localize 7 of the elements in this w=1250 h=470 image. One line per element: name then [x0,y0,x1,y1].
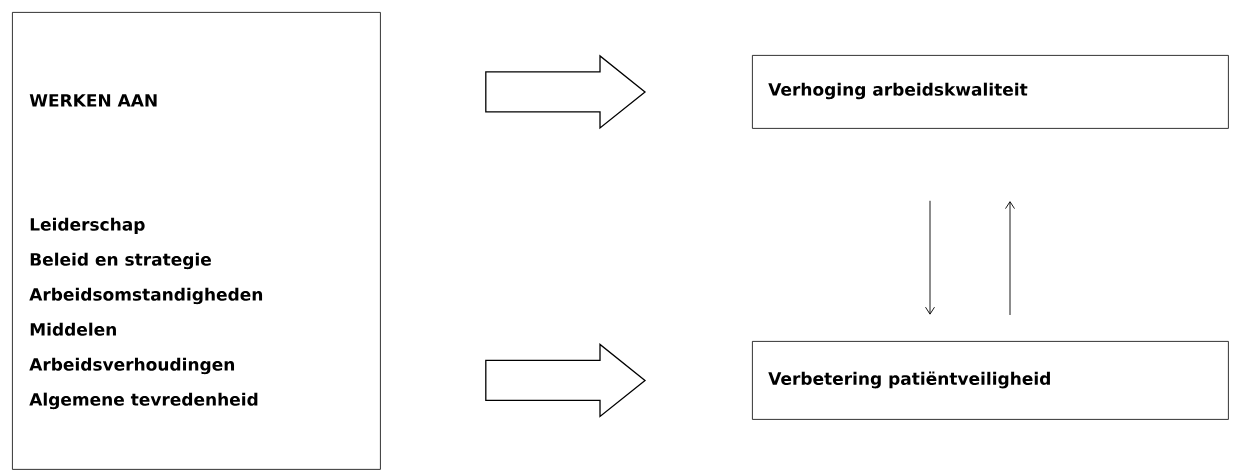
block-arrow [485,343,647,418]
arrow [925,200,935,315]
arrow [1005,201,1015,316]
content-box: WERKEN AAN Leiderschap Beleid en strategie Arbeidsomstandigheden Middelen Arbeidsverhoudingen Algemene tevredenheid [12,12,381,470]
text-box: Verbetering patiëntveiligheid [752,341,1229,420]
text-box: Verhoging arbeidskwaliteit [752,55,1229,129]
block-arrow [485,54,647,130]
